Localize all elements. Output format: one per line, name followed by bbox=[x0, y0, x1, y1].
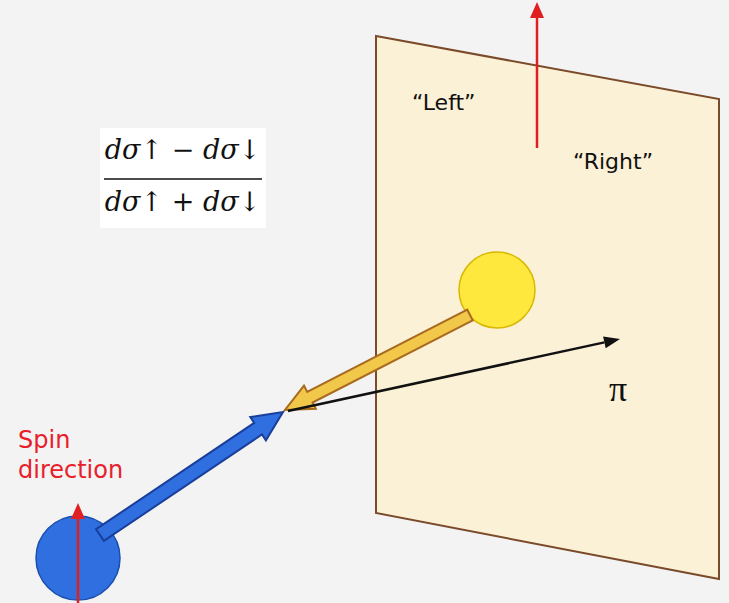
formula-ground bbox=[100, 128, 266, 228]
arrowhead bbox=[530, 2, 544, 18]
plane-normal-arrow bbox=[536, 16, 539, 148]
spin-arrow bbox=[77, 517, 80, 603]
side-label: “Right” bbox=[573, 149, 653, 175]
plane-shape bbox=[376, 36, 719, 579]
formula-numerator: dσ↑ − dσ↓ bbox=[105, 134, 261, 165]
scattering-plane: “Left” “Right” bbox=[375, 35, 721, 581]
particle-symbol: π bbox=[609, 368, 627, 410]
side-label: “Left” bbox=[412, 90, 476, 116]
spin-label: Spin direction bbox=[18, 425, 136, 485]
plane-outline bbox=[375, 35, 721, 581]
beam-momentum-arrow bbox=[96, 412, 283, 541]
formula-denominator: dσ↑ + dσ↓ bbox=[105, 186, 261, 217]
arrowhead bbox=[71, 503, 85, 519]
fraction-bar bbox=[104, 178, 262, 180]
